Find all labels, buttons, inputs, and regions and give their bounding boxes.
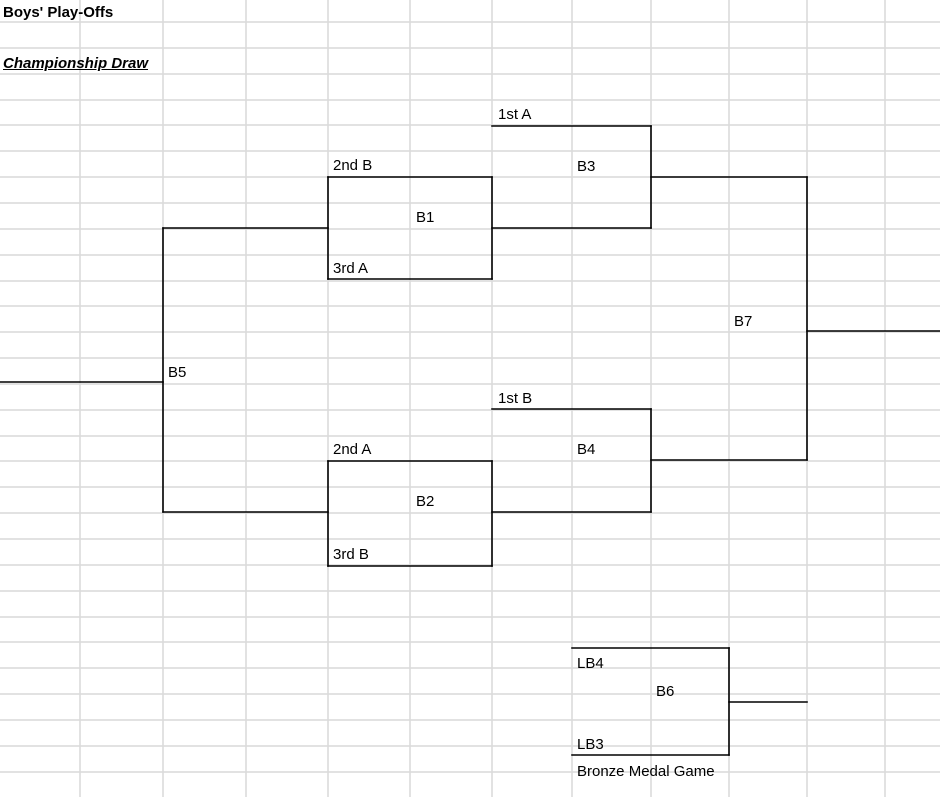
game-label-b7: B7 — [734, 313, 753, 330]
bracket-lines — [0, 125, 940, 756]
seed-label-3rd-a: 3rd A — [333, 260, 369, 277]
seed-label-2nd-b: 2nd B — [333, 157, 373, 174]
sheet-subtitle: Championship Draw — [3, 55, 149, 72]
game-label-b6: B6 — [656, 683, 675, 700]
sheet-title: Boys' Play-Offs — [3, 4, 114, 21]
seed-label-1st-a: 1st A — [498, 106, 532, 123]
game-label-b5: B5 — [168, 364, 187, 381]
seed-label-2nd-a: 2nd A — [333, 441, 372, 458]
game-label-b1: B1 — [416, 209, 435, 226]
game-label-b3: B3 — [577, 158, 596, 175]
seed-label-lb4: LB4 — [577, 655, 604, 672]
game-label-b2: B2 — [416, 493, 435, 510]
seed-label-lb3: LB3 — [577, 736, 604, 753]
seed-label-3rd-b: 3rd B — [333, 546, 369, 563]
game-label-b4: B4 — [577, 441, 596, 458]
seed-label-1st-b: 1st B — [498, 390, 533, 407]
bronze-medal-game-label: Bronze Medal Game — [577, 763, 715, 780]
